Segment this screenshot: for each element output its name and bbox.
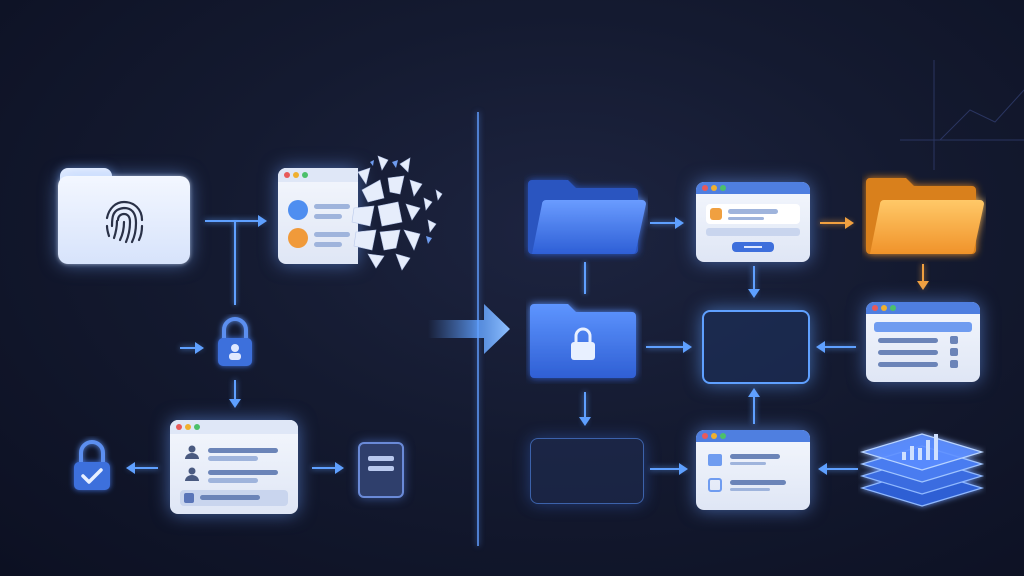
list-window xyxy=(866,302,980,382)
checkmark-icon xyxy=(81,468,103,484)
arrow-into-lock xyxy=(180,342,204,354)
arrow-lockfolder-to-empty xyxy=(579,392,591,426)
shattered-window xyxy=(278,168,358,264)
chart-bars-icon xyxy=(902,434,938,460)
arrow-bottom-window-to-center xyxy=(748,388,760,424)
folder-icon xyxy=(528,180,646,254)
lock-icon xyxy=(571,327,595,360)
arrow-form-to-center xyxy=(748,266,760,298)
lock-icon xyxy=(218,317,252,366)
arrow-folder-to-form xyxy=(650,217,684,229)
transition-arrow xyxy=(428,304,510,354)
central-panel xyxy=(702,310,810,384)
form-window xyxy=(696,182,810,262)
arrow-to-server xyxy=(312,462,344,474)
arrow-lockfolder-to-center xyxy=(646,341,692,353)
arrow-empty-to-bottom-window xyxy=(650,463,688,475)
user-list-window xyxy=(170,420,298,514)
background-grid xyxy=(900,60,1024,170)
arrow-layers-to-window xyxy=(818,463,858,475)
fingerprint-icon xyxy=(105,200,144,244)
arrow-orange-folder-to-list xyxy=(917,264,929,290)
user-icon xyxy=(185,467,199,481)
folder-icon xyxy=(866,178,984,254)
submit-bar xyxy=(732,242,774,252)
bottom-window xyxy=(696,430,810,510)
connector-folder-lockfolder xyxy=(584,262,586,294)
arrow-list-to-center xyxy=(816,341,856,353)
check-lock xyxy=(74,440,110,490)
stacked-layers-icon xyxy=(859,433,985,507)
connector-vertical-left xyxy=(234,221,236,305)
shattered-fragments xyxy=(351,155,443,271)
blue-avatar xyxy=(288,200,308,220)
lock-folder xyxy=(530,304,636,378)
server-card xyxy=(358,442,404,498)
arrow-to-check-lock xyxy=(126,462,158,474)
user-icon xyxy=(185,445,199,459)
empty-panel xyxy=(530,438,644,504)
arrow-form-to-orange-folder xyxy=(820,217,854,229)
orange-avatar xyxy=(288,228,308,248)
arrow-lock-to-user-window xyxy=(229,380,241,408)
